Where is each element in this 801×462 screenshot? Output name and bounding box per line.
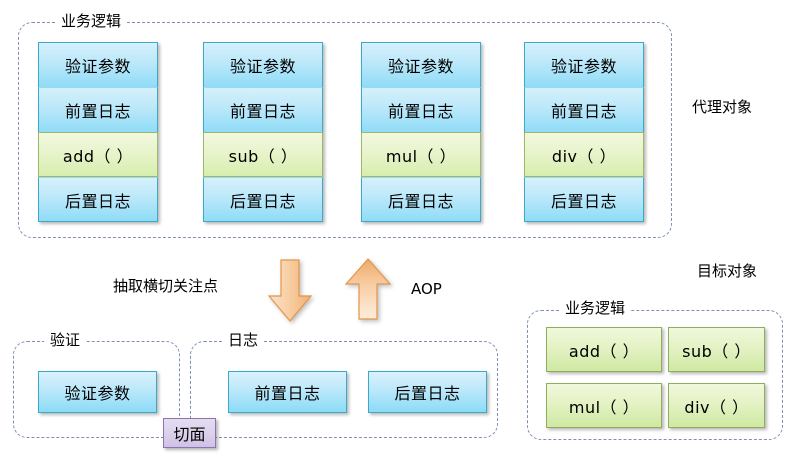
target-method-div: div（ ） [668,383,765,428]
target-method-sub: sub（ ） [668,327,765,372]
proxy-object-group [18,22,672,238]
proxy-column-mul: 验证参数 前置日志 mul（ ） 后置日志 [361,42,481,222]
cell-after-log: 后置日志 [38,177,158,222]
cell-validate-params: 验证参数 [524,42,644,87]
target-business-logic-group [527,310,783,440]
cell-before-log: 前置日志 [361,87,481,132]
validate-group-label: 验证 [44,332,87,349]
cell-before-log: 前置日志 [38,87,158,132]
cell-validate-params: 验证参数 [203,42,323,87]
validate-params-box: 验证参数 [38,371,157,413]
cell-method-div: div（ ） [524,132,644,177]
proxy-business-logic-label: 业务逻辑 [55,13,128,30]
target-method-mul: mul（ ） [546,383,662,428]
proxy-object-label: 代理对象 [692,98,753,116]
cell-before-log: 前置日志 [203,87,323,132]
cell-method-sub: sub（ ） [203,132,323,177]
cell-method-add: add（ ） [38,132,158,177]
extract-crosscutting-label: 抽取横切关注点 [113,277,219,295]
cell-after-log: 后置日志 [361,177,481,222]
after-log-box: 后置日志 [368,371,487,413]
target-object-label: 目标对象 [697,262,758,280]
proxy-column-div: 验证参数 前置日志 div（ ） 后置日志 [524,42,644,222]
extract-down-arrow [267,259,313,322]
cell-validate-params: 验证参数 [38,42,158,87]
log-group-label: 日志 [222,332,265,349]
cell-after-log: 后置日志 [203,177,323,222]
proxy-column-add: 验证参数 前置日志 add（ ） 后置日志 [38,42,158,222]
target-method-add: add（ ） [546,327,662,372]
validate-group [13,341,180,438]
cell-before-log: 前置日志 [524,87,644,132]
aop-label: AOP [411,280,442,298]
target-business-logic-label: 业务逻辑 [559,300,632,317]
cell-validate-params: 验证参数 [361,42,481,87]
aspect-badge: 切面 [163,418,216,448]
cell-method-mul: mul（ ） [361,132,481,177]
proxy-column-sub: 验证参数 前置日志 sub（ ） 后置日志 [203,42,323,222]
weave-up-arrow [344,258,392,320]
before-log-box: 前置日志 [228,371,347,413]
log-group [190,341,498,438]
cell-after-log: 后置日志 [524,177,644,222]
